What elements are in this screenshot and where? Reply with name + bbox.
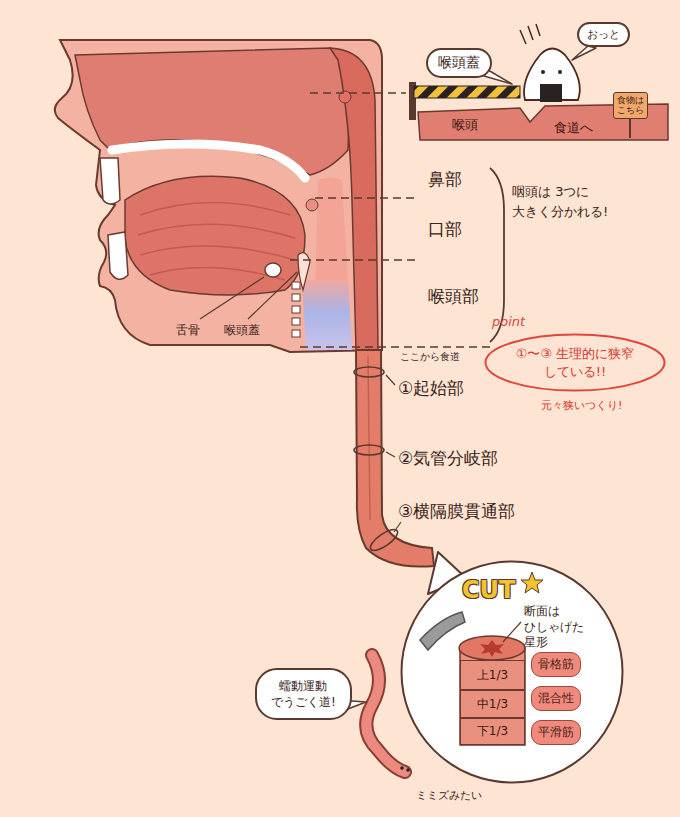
eye xyxy=(400,766,404,770)
barrier xyxy=(414,86,520,98)
epiglottis xyxy=(298,253,310,290)
ellipse-shape xyxy=(486,335,665,391)
label: 喉頭蓋 xyxy=(224,322,260,339)
node-text: 喉頭蓋 xyxy=(438,54,480,72)
cylinder-body xyxy=(460,648,525,745)
ellipse-outline xyxy=(484,333,666,392)
eye xyxy=(406,768,410,772)
muscle-tag: 混合性 xyxy=(531,686,581,711)
knife xyxy=(420,612,465,650)
node-text: 食物は こちら xyxy=(617,95,644,116)
label: 鼻部 xyxy=(428,168,462,191)
muscle-tag: 平滑筋 xyxy=(531,720,581,745)
speech-bubble: 喉頭蓋 xyxy=(426,48,492,78)
trachea-rings xyxy=(292,282,300,337)
node-text: 中1/3 xyxy=(477,696,508,713)
label: 喉頭 xyxy=(452,116,478,134)
node-text: 上1/3 xyxy=(477,667,508,684)
node-text: 下1/3 xyxy=(477,723,508,740)
esophagus-texture xyxy=(368,356,370,520)
head-outline xyxy=(55,40,382,352)
node-text: おっと xyxy=(587,27,620,42)
label: ここから食道 xyxy=(398,350,462,364)
hyoid-bone xyxy=(265,263,281,277)
motion-lines xyxy=(520,24,540,44)
node-text: 平滑筋 xyxy=(538,724,574,741)
uvula xyxy=(306,199,318,211)
label: 舌骨 xyxy=(176,322,200,339)
muscle-band: 下1/3 xyxy=(460,718,525,745)
label: 元々狭いつくり! xyxy=(541,398,622,413)
bubble-tail xyxy=(572,46,596,60)
muscle-tag: 骨格筋 xyxy=(531,652,581,677)
palate xyxy=(112,144,305,178)
muscle-band: 上1/3 xyxy=(460,660,525,690)
label: 食道へ xyxy=(554,119,593,137)
nori xyxy=(540,84,562,102)
node-text: 蠕動運動 でうごく道! xyxy=(271,678,336,710)
node-subtext: 断面は ひしゃげた 星形 xyxy=(524,604,584,651)
leader-line xyxy=(503,622,521,642)
tongue xyxy=(125,176,305,295)
node-text: point xyxy=(492,314,525,329)
lower-tooth xyxy=(108,232,128,279)
eye xyxy=(558,70,562,74)
label: 咽頭は 3つに 大きく分かれる! xyxy=(512,182,608,222)
label: ミミズみたい xyxy=(416,788,482,803)
tongue-stripes xyxy=(138,203,295,281)
upper-tooth xyxy=(100,158,120,204)
speech-bubble: 蠕動運動 でうごく道! xyxy=(255,668,352,720)
label: 喉頭部 xyxy=(428,285,479,308)
lumen-star xyxy=(480,640,504,657)
node-text: 混合性 xyxy=(538,690,574,707)
node-text: 骨格筋 xyxy=(538,656,574,673)
muscle-band: 中1/3 xyxy=(460,690,525,718)
point-ellipse: point①〜③ 生理的に狭窄 している!! xyxy=(484,333,666,392)
leader-line xyxy=(248,272,297,319)
cylinder-top xyxy=(459,636,525,660)
sign-post xyxy=(629,118,631,138)
star xyxy=(521,572,543,593)
circle-shape xyxy=(402,562,623,783)
node-subtext: ①〜③ 生理的に狭窄 している!! xyxy=(506,345,644,380)
constriction-rings xyxy=(354,367,401,554)
eye xyxy=(541,70,545,74)
label: ②気管分岐部 xyxy=(398,447,498,470)
sign-board: 食物は こちら xyxy=(613,92,648,119)
worm-outline xyxy=(366,655,405,772)
zoom-disc xyxy=(402,562,622,782)
label: 口部 xyxy=(428,218,462,241)
speech-bubble: おっと xyxy=(577,22,630,47)
level-lines xyxy=(290,93,495,347)
nasal-cavity xyxy=(75,48,350,175)
label: ③横隔膜貫通部 xyxy=(398,500,515,523)
worm xyxy=(366,655,405,772)
node-text: CUT xyxy=(462,576,515,604)
label: ①起始部 xyxy=(398,377,464,400)
zoom-circle: CUT 断面は ひしゃげた 星形上1/3 中1/3 下1/3 骨格筋混合性平滑筋 xyxy=(400,560,624,784)
larynx xyxy=(302,280,352,350)
